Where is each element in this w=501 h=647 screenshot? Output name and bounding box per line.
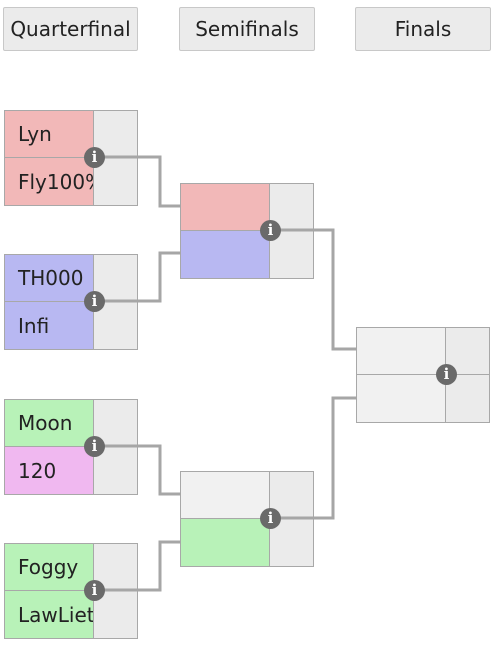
team-slot[interactable]: [181, 519, 271, 566]
round-header-finals[interactable]: Finals: [355, 7, 491, 51]
team-name: Foggy: [18, 555, 79, 579]
info-icon-semifinal-1[interactable]: i: [260, 220, 281, 241]
match-quarterfinal-3[interactable]: Moon 120: [4, 399, 138, 495]
round-header-semifinals[interactable]: Semifinals: [179, 7, 315, 51]
team-name: 120: [18, 458, 57, 483]
team-slot[interactable]: [357, 328, 447, 375]
team-slot[interactable]: Infi: [5, 302, 95, 349]
info-icon-quarterfinal-2[interactable]: i: [84, 291, 105, 312]
connector-sf1-final: [271, 228, 357, 351]
team-slot[interactable]: [357, 375, 447, 422]
info-icon-semifinal-2[interactable]: i: [260, 508, 281, 529]
team-name: Fly100%: [18, 169, 95, 194]
team-slot[interactable]: [181, 231, 271, 278]
team-name: Moon: [18, 411, 73, 435]
info-icon-quarterfinal-4[interactable]: i: [84, 580, 105, 601]
team-slot[interactable]: Lyn: [5, 111, 95, 158]
team-name: LawLiet: [18, 602, 95, 627]
team-slot[interactable]: LawLiet: [5, 591, 95, 638]
connector-qf2-sf1: [95, 251, 181, 303]
info-icon-quarterfinal-1[interactable]: i: [84, 147, 105, 168]
score-cell: [93, 158, 137, 205]
team-name: Infi: [18, 313, 50, 338]
team-slot[interactable]: Moon: [5, 400, 95, 447]
team-slot[interactable]: [181, 184, 271, 231]
connector-sf2-final: [271, 396, 357, 520]
team-slot[interactable]: TH000: [5, 255, 95, 302]
connector-qf1-sf1: [95, 155, 181, 208]
connector-qf3-sf2: [95, 444, 181, 496]
score-cell: [445, 328, 489, 375]
info-icon-final[interactable]: i: [436, 364, 457, 385]
team-slot[interactable]: 120: [5, 447, 95, 494]
round-header-quarterfinal[interactable]: Quarterfinal: [3, 7, 138, 51]
team-slot[interactable]: [181, 472, 271, 519]
team-slot[interactable]: Foggy: [5, 544, 95, 591]
team-name: TH000: [18, 266, 84, 290]
info-icon-quarterfinal-3[interactable]: i: [84, 436, 105, 457]
team-slot[interactable]: Fly100%: [5, 158, 95, 205]
team-name: Lyn: [18, 122, 52, 146]
match-final[interactable]: [356, 327, 490, 423]
connector-qf4-sf2: [95, 540, 181, 592]
